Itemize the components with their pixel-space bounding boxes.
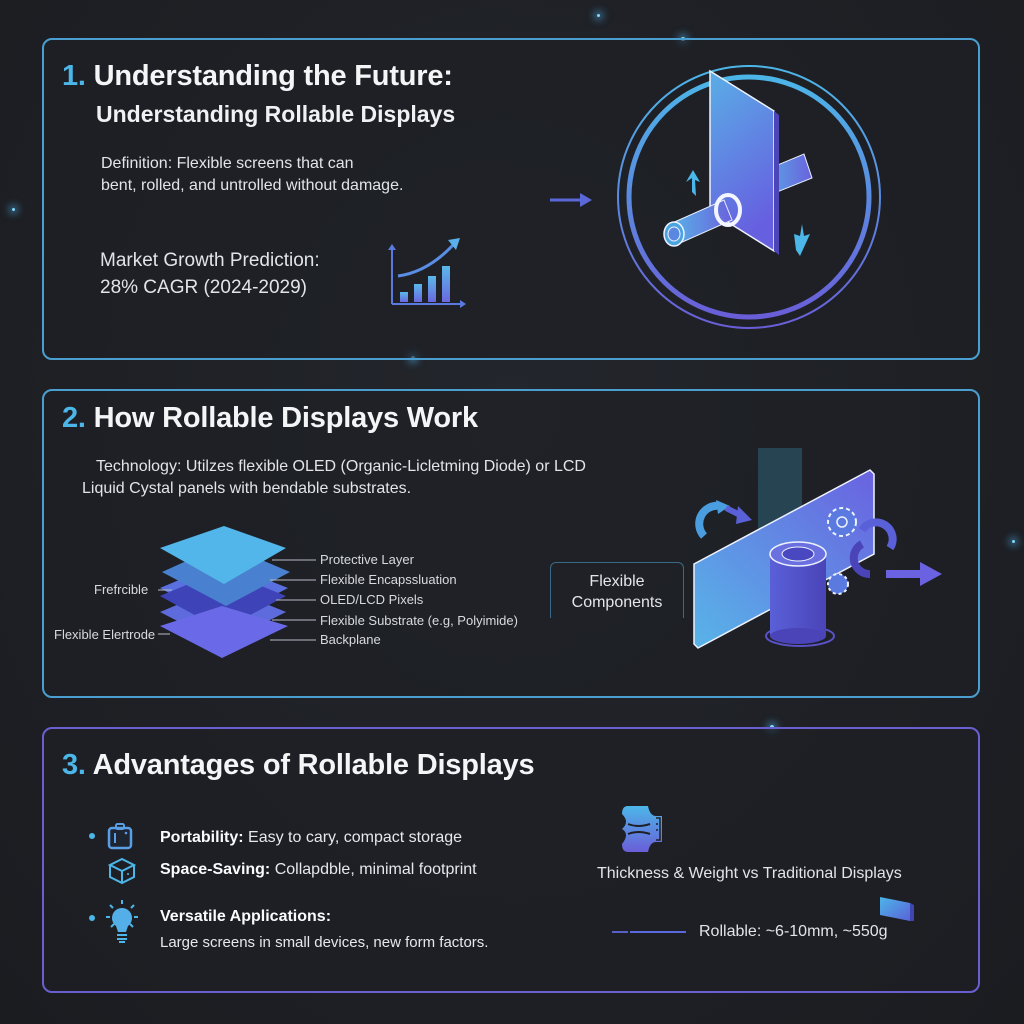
technology-line-2: Liquid Cystal panels with bendable subst…	[82, 480, 412, 497]
display-device-icon	[622, 806, 662, 852]
comparison-title: Thickness & Weight vs Traditional Displa…	[597, 865, 902, 882]
layer-label-encapsulation: Flexible Encapssluation	[320, 572, 457, 587]
section-3-title: 3. Advantages of Rollable Displays	[62, 749, 535, 782]
section-2-title: 2. How Rollable Displays Work	[62, 402, 478, 435]
advantage-title: Portability:	[160, 829, 244, 846]
section-number: 2.	[62, 402, 86, 434]
advantage-text: Collapdble, minimal footprint	[274, 861, 477, 878]
advantage-portability: Portability: Easy to cary, compact stora…	[160, 829, 462, 847]
rolling-display-emblem-icon	[617, 65, 881, 329]
glow-star	[597, 14, 600, 17]
lightbulb-icon	[106, 900, 138, 943]
advantage-space-saving: Space-Saving: Collapdble, minimal footpr…	[160, 861, 477, 879]
layer-label-pixels: OLED/LCD Pixels	[320, 592, 424, 607]
definition-line-2: bent, rolled, and untrolled without dama…	[101, 177, 404, 194]
flexible-components-label: Flexible Components	[550, 562, 684, 618]
layer-label-substrate: Flexible Substrate (e.g, Polyimide)	[320, 613, 518, 628]
components-label-line-1: Flexible	[589, 573, 645, 590]
glow-star	[1012, 540, 1015, 543]
market-growth-value: 28% CAGR (2024-2029)	[100, 277, 307, 298]
layer-label-electrode: Flexible Elertrode	[54, 627, 156, 642]
flexible-components-illustration	[693, 448, 942, 649]
components-label-line-2: Components	[571, 594, 663, 611]
advantage-text: Easy to cary, compact storage	[248, 829, 463, 846]
rollable-slab-icon	[880, 897, 914, 921]
suitcase-icon	[107, 823, 133, 850]
section-title-text: How Rollable Displays Work	[93, 402, 478, 434]
section-title-text: Advantages of Rollable Displays	[92, 749, 535, 781]
bar-chart-growth-icon	[388, 238, 466, 308]
section-1-title: 1. Understanding the Future:	[62, 60, 453, 93]
market-growth-label: Market Growth Prediction:	[100, 250, 320, 271]
comparison-value: Rollable: ~6-10mm, ~550g	[699, 923, 888, 940]
layer-leader-lines-left	[158, 589, 172, 635]
section-advantages-panel	[42, 727, 980, 993]
section-number: 1.	[62, 60, 86, 92]
section-number: 3.	[62, 749, 86, 781]
thickness-line-indicator	[612, 931, 686, 933]
arrow-right-icon	[550, 193, 592, 207]
display-layer-stack-diagram	[160, 526, 290, 658]
layer-label-backplane: Backplane	[320, 632, 381, 647]
glow-star	[12, 208, 15, 211]
box-icon	[107, 857, 137, 885]
advantage-versatile-title: Versatile Applications:	[160, 908, 332, 925]
bullet-dot	[89, 833, 95, 839]
layer-label-protective: Protective Layer	[320, 552, 414, 567]
technology-line-1: Technology: Utilzes flexible OLED (Organ…	[96, 458, 586, 475]
bullet-dot	[89, 915, 95, 921]
section-1-subtitle: Understanding Rollable Displays	[96, 101, 456, 127]
section-understanding-panel	[42, 38, 980, 360]
advantage-title: Space-Saving:	[160, 861, 271, 878]
layer-leader-lines	[270, 559, 316, 641]
layer-label-left-top: Frefrcible	[94, 582, 149, 597]
section-title-text: Understanding the Future:	[93, 60, 453, 92]
definition-line-1: Definition: Flexible screens that can	[101, 155, 354, 172]
advantage-versatile-text: Large screens in small devices, new form…	[160, 934, 489, 951]
